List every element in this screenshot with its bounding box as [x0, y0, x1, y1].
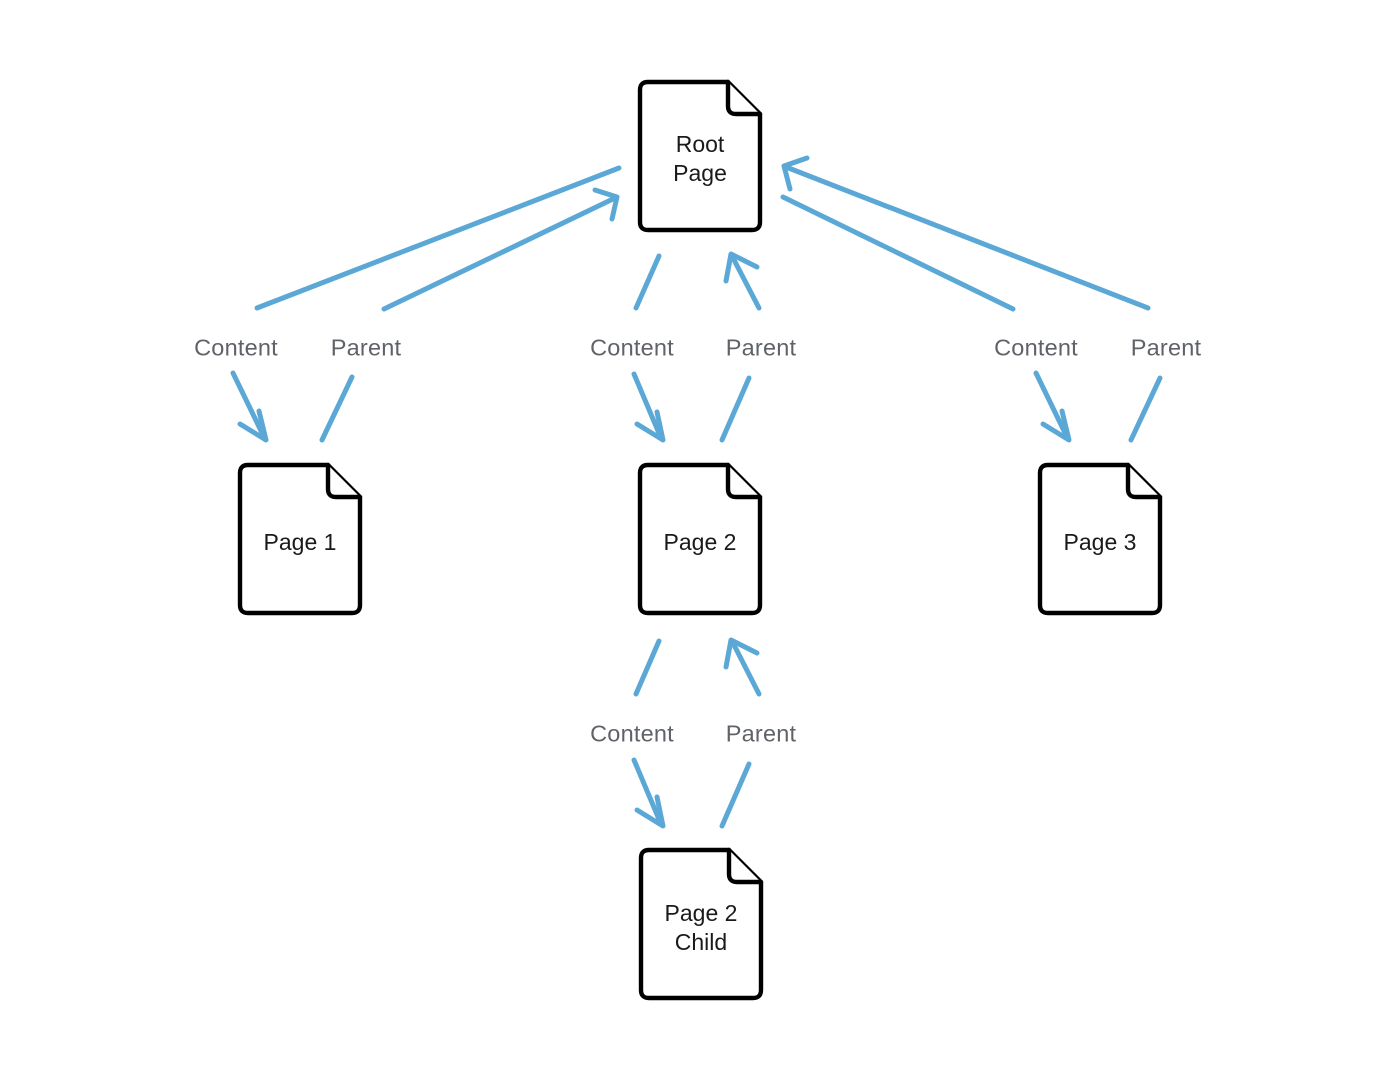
edge-segment-upper — [729, 253, 762, 311]
edge-segment-upper — [780, 194, 1016, 312]
edge-label-left-content: Content — [194, 334, 278, 361]
edge-root-to-page1-content — [230, 165, 622, 443]
edge-root-to-page2-content — [631, 253, 666, 443]
edge-label-left-parent: Parent — [330, 334, 402, 361]
arrowhead-icon — [634, 794, 666, 829]
node-page-3[interactable]: Page 3 — [1037, 462, 1163, 616]
node-root-page-label-line-2: Page — [673, 160, 727, 186]
document-icon — [638, 847, 764, 1001]
node-root-page-label-line-1: Root — [676, 131, 725, 157]
arrowhead-icon — [781, 155, 810, 192]
node-page-2-child-label-line-1: Page 2 — [665, 900, 738, 926]
document-icon — [237, 462, 363, 616]
edge-segment-upper — [633, 253, 662, 311]
edge-label-middle-parent: Parent — [725, 334, 797, 361]
edge-segment-lower — [1128, 375, 1163, 443]
arrowhead-icon — [723, 637, 760, 670]
edge-segment-upper — [783, 164, 1151, 311]
node-page-1-label-line-1: Page 1 — [264, 529, 337, 555]
edge-segment-lower — [719, 375, 752, 443]
node-page-3-label-line-1: Page 3 — [1064, 529, 1137, 555]
node-page-2-label-line-1: Page 2 — [664, 529, 737, 555]
node-root-page[interactable]: Root Page — [637, 79, 763, 233]
document-fold-icon — [325, 462, 363, 500]
edge-label-right-content: Content — [994, 334, 1078, 361]
edge-segment-lower — [1033, 370, 1070, 440]
edge-segment-lower — [230, 370, 267, 440]
edge-label-middle-content: Content — [590, 334, 674, 361]
edge-label-child-content: Content — [590, 720, 674, 747]
arrowhead-icon — [592, 187, 620, 222]
node-page-2-child[interactable]: Page 2 Child — [638, 847, 764, 1001]
edge-label-child-parent: Parent — [725, 720, 797, 747]
edge-page1-to-root-parent — [319, 187, 620, 443]
arrowhead-icon — [634, 409, 666, 443]
edge-segment-lower — [319, 374, 355, 443]
edge-segment-upper — [254, 165, 622, 311]
edge-segment-lower — [631, 371, 664, 441]
arrowhead-icon — [1040, 408, 1072, 443]
document-icon — [637, 79, 763, 233]
node-page-2[interactable]: Page 2 — [637, 462, 763, 616]
edge-page2-to-child-content — [631, 638, 666, 829]
node-page-1[interactable]: Page 1 — [237, 462, 363, 616]
document-fold-icon — [1125, 462, 1163, 500]
edge-page2-to-root-parent — [719, 251, 762, 443]
arrowhead-icon — [237, 408, 269, 443]
edge-segment-upper — [381, 195, 618, 312]
edge-segment-upper — [729, 638, 762, 697]
node-page-2-child-label-line-2: Child — [675, 929, 727, 955]
arrowhead-icon — [723, 251, 760, 284]
edge-segment-lower — [719, 761, 752, 829]
document-fold-icon — [725, 462, 763, 500]
edge-root-to-page3-content — [780, 194, 1072, 443]
document-fold-icon — [725, 79, 763, 117]
edge-label-right-parent: Parent — [1130, 334, 1202, 361]
edge-segment-upper — [633, 638, 662, 697]
document-fold-icon — [726, 847, 764, 885]
document-icon — [1037, 462, 1163, 616]
edge-segment-lower — [631, 757, 664, 827]
edge-child-to-page2-parent — [719, 637, 762, 829]
document-icon — [637, 462, 763, 616]
edge-page3-to-root-parent — [781, 155, 1163, 443]
